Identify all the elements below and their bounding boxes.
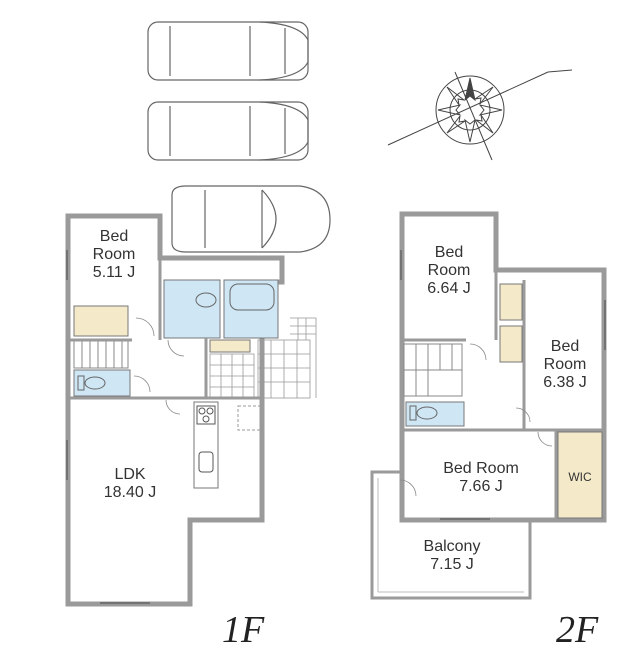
floor-label-1f: 1F xyxy=(222,609,265,651)
car-icon xyxy=(147,21,309,81)
room-size: 7.15 J xyxy=(430,556,474,573)
toilet-room xyxy=(73,369,131,397)
room-size: 7.66 J xyxy=(459,478,503,495)
wic-label: WIC xyxy=(558,468,602,486)
compass-icon xyxy=(387,69,573,161)
toilet-icon xyxy=(77,375,106,391)
ldk-label: LDK 18.40 J xyxy=(70,466,190,502)
balcony-label: Balcony 7.15 J xyxy=(392,538,512,574)
room-size: 5.11 J xyxy=(92,264,136,281)
bedroom-label: Bed Room 6.64 J xyxy=(404,244,494,298)
room-name: Bed xyxy=(99,228,129,245)
room-name: Room xyxy=(427,262,471,279)
floor-label-2f: 2F xyxy=(556,609,599,651)
stove-icon xyxy=(196,405,216,425)
closet xyxy=(499,283,523,321)
car-icon xyxy=(147,101,309,161)
room-name: Bed Room xyxy=(443,460,519,477)
second-floor-plan: Bed Room 6.64 J Bed Room 6.38 J Bed Room… xyxy=(370,211,607,600)
room-size: 6.64 J xyxy=(427,280,471,297)
staircase xyxy=(73,339,129,369)
closet xyxy=(73,305,129,337)
toilet-icon xyxy=(409,405,438,421)
walk-in-closet xyxy=(557,431,603,519)
room-name: LDK xyxy=(114,466,146,483)
bathtub-icon xyxy=(229,283,275,311)
room-name: Balcony xyxy=(423,538,481,555)
staircase xyxy=(403,343,463,397)
bedroom-label: Bed Room 7.66 J xyxy=(408,460,554,496)
bedroom-label: Bed Room 6.38 J xyxy=(528,338,602,392)
storage xyxy=(209,339,251,353)
first-floor-plan: Bed Room 5.11 J LDK 18.40 J xyxy=(65,213,317,607)
room-name: Room xyxy=(543,356,587,373)
pantry xyxy=(237,405,263,431)
car-icon xyxy=(171,185,331,253)
bedroom-label: Bed Room 5.11 J xyxy=(70,228,158,282)
closet xyxy=(499,325,523,363)
room-name: Bed xyxy=(434,244,464,261)
room-name: WIC xyxy=(568,470,592,484)
washroom xyxy=(163,279,221,339)
sink-icon xyxy=(198,451,214,473)
room-size: 18.40 J xyxy=(103,484,157,501)
entrance xyxy=(209,317,317,399)
room-size: 6.38 J xyxy=(543,374,587,391)
kitchen-counter xyxy=(193,401,219,489)
room-name: Room xyxy=(92,246,136,263)
room-name: Bed xyxy=(550,338,580,355)
